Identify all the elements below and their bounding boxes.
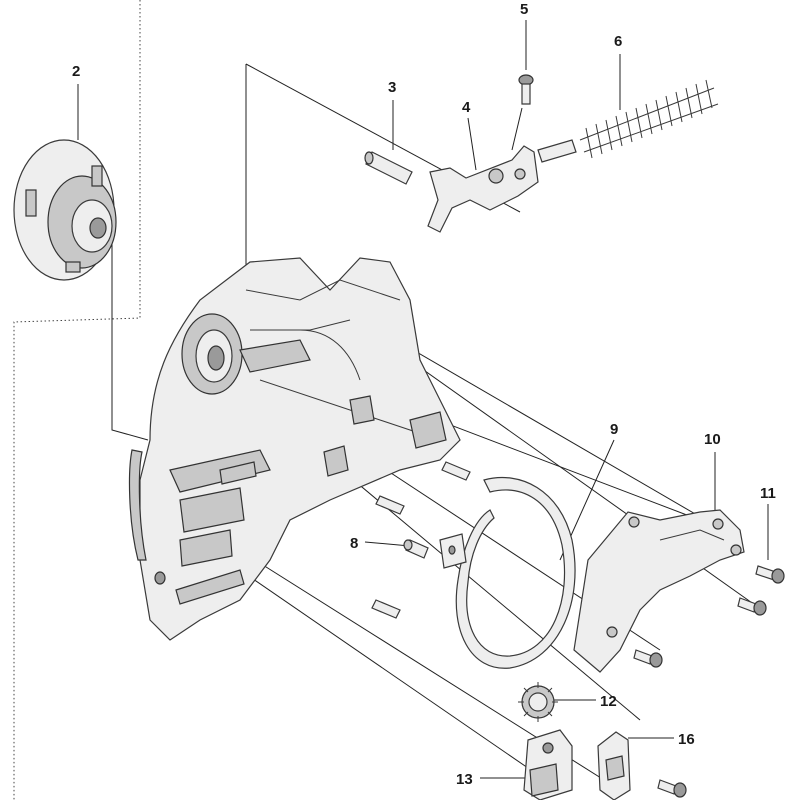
callout-4: 4	[462, 99, 471, 116]
callout-13: 13	[456, 771, 473, 788]
part-13-adjuster	[523, 729, 573, 800]
callout-6: 6	[614, 33, 622, 50]
part-8-pin	[403, 539, 429, 559]
part-10-bracket	[573, 509, 745, 673]
part-2-clutch-drum	[13, 139, 117, 281]
callout-labels: 2 3 4 5 6 8 9 10 11 12 13 16	[72, 1, 776, 788]
housing-pins	[371, 461, 471, 619]
callout-8: 8	[350, 535, 358, 552]
dotted-boundary	[13, 0, 141, 800]
part-16-bracket	[597, 731, 631, 800]
part-9-brake-band	[439, 476, 576, 669]
callout-9: 9	[610, 421, 618, 438]
callout-12: 12	[600, 693, 617, 710]
part-6-spring	[537, 79, 719, 163]
part-12-gear	[518, 682, 558, 722]
callout-5: 5	[520, 1, 528, 18]
callout-11: 11	[760, 485, 776, 502]
callout-10: 10	[704, 431, 721, 448]
callout-16: 16	[678, 731, 695, 748]
callout-3: 3	[388, 79, 396, 96]
part-4-lever	[427, 145, 539, 233]
part-11-screws	[633, 565, 785, 798]
main-housing	[128, 257, 461, 641]
part-5-screw	[518, 74, 534, 105]
callout-2: 2	[72, 63, 80, 80]
part-3-pin	[364, 151, 413, 185]
